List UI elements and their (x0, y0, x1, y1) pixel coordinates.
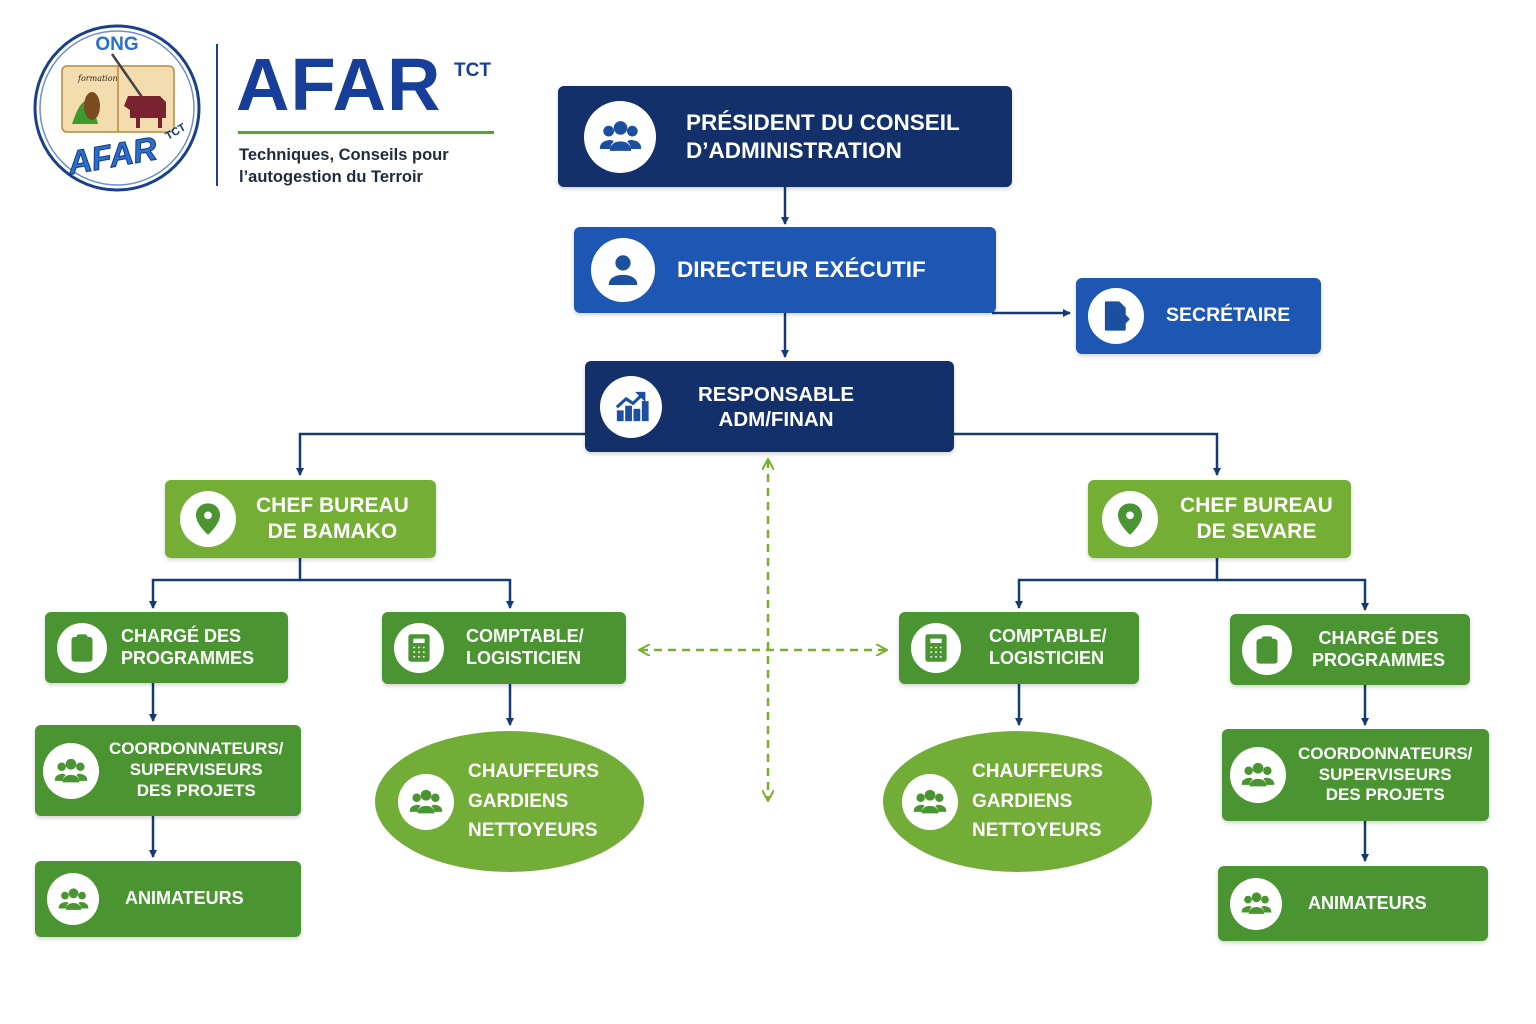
node-label-line: SUPERVISEURS (129, 760, 263, 780)
node-label: ANIMATEURS (125, 888, 244, 910)
node-label-line: PRÉSIDENT DU CONSEIL (686, 110, 960, 136)
document-icon (1088, 288, 1144, 344)
node-label: COMPTABLE/LOGISTICIEN (989, 626, 1107, 670)
svg-text:formation: formation (77, 74, 118, 83)
group-icon (902, 773, 958, 830)
node-label: DIRECTEUR EXÉCUTIF (677, 256, 926, 283)
tagline-line-2: l’autogestion du Terroir (239, 168, 423, 186)
node-label-line: GARDIENS (468, 790, 569, 812)
user-icon (591, 238, 655, 302)
node-label-line: COORDONNATEURS/ (109, 739, 284, 759)
group-icon (1230, 747, 1286, 803)
link-bamako-split (149, 557, 302, 609)
node-label-line: D’ADMINISTRATION (686, 137, 902, 163)
node-label-line: DES PROJETS (136, 780, 256, 800)
node-label-line: CHEF BUREAU (1180, 494, 1333, 518)
afar-seal-logo: ONG formation AFAR TCT (33, 24, 201, 192)
node-label-line: DE SEVARE (1196, 520, 1317, 543)
node-label-line: NETTOYEURS (468, 820, 598, 842)
node-label-line: COORDONNATEURS/ (1298, 743, 1473, 763)
chart-up-icon (600, 375, 662, 438)
group-icon (584, 100, 656, 173)
group-icon (1230, 877, 1282, 930)
svg-text:ONG: ONG (95, 34, 138, 55)
node-label-line: GARDIENS (972, 790, 1073, 812)
node-label-line: CHAUFFEURS (972, 761, 1103, 783)
node-label-line: DE BAMAKO (267, 520, 398, 543)
brand-underline (238, 131, 494, 134)
node-label: CHAUFFEURS GARDIENS NETTOYEURS (972, 757, 1103, 845)
node-secretaire: SECRÉTAIRE (1076, 278, 1321, 354)
node-bamako-chauffeurs-gardiens-nettoyeurs: CHAUFFEURS GARDIENS NETTOYEURS (375, 731, 644, 872)
node-label: CHAUFFEURS GARDIENS NETTOYEURS (468, 757, 599, 845)
node-label: COMPTABLE/LOGISTICIEN (466, 626, 584, 670)
node-directeur-executif: DIRECTEUR EXÉCUTIF (574, 227, 996, 313)
node-label-line: SECRÉTAIRE (1166, 304, 1291, 327)
node-label-line: RESPONSABLE (698, 382, 855, 406)
node-label-line: ANIMATEURS (125, 888, 244, 909)
node-label-line: COMPTABLE/ (989, 626, 1107, 647)
brand-name: AFAR (236, 43, 442, 126)
group-icon (47, 873, 99, 925)
node-label-line: DIRECTEUR EXÉCUTIF (677, 257, 926, 283)
link-responsable-bamako (296, 432, 586, 476)
node-sevare-comptable-logisticien: COMPTABLE/LOGISTICIEN (899, 612, 1139, 684)
node-sevare-animateurs: ANIMATEURS (1218, 866, 1488, 941)
node-bamako-comptable-logisticien: COMPTABLE/LOGISTICIEN (382, 612, 626, 684)
calculator-icon (394, 623, 444, 673)
location-pin-icon (180, 491, 236, 547)
group-icon (398, 773, 454, 830)
node-label-line: CHARGÉ DES (1318, 627, 1439, 648)
tagline-line-1: Techniques, Conseils pour (239, 146, 449, 164)
node-sevare-chauffeurs-gardiens-nettoyeurs: CHAUFFEURS GARDIENS NETTOYEURS (883, 731, 1152, 872)
link-sevare-charge (1217, 578, 1369, 611)
node-label-line: ANIMATEURS (1308, 892, 1427, 913)
node-label-line: LOGISTICIEN (989, 648, 1105, 668)
node-label-line: SUPERVISEURS (1318, 764, 1452, 784)
node-label-line: ADM/FINAN (718, 407, 834, 431)
node-label-line: CHEF BUREAU (256, 494, 409, 518)
link-sevare-split (1015, 557, 1219, 609)
logo-divider (216, 44, 218, 186)
node-label-line: PROGRAMMES (1312, 649, 1446, 670)
node-label-line: CHAUFFEURS (468, 761, 599, 783)
node-label-line: PROGRAMMES (121, 647, 255, 668)
link-bamako-comptable (300, 578, 514, 609)
clipboard-icon (1242, 624, 1292, 675)
group-icon (43, 742, 99, 799)
node-label-line: CHARGÉ DES (121, 625, 242, 646)
node-label: ANIMATEURS (1308, 893, 1427, 915)
calculator-icon (911, 623, 961, 673)
node-label-line: COMPTABLE/ (466, 626, 584, 647)
node-label-line: NETTOYEURS (972, 820, 1102, 842)
node-label-line: LOGISTICIEN (466, 648, 582, 668)
node-label: SECRÉTAIRE (1166, 304, 1290, 328)
node-bamako-animateurs: ANIMATEURS (35, 861, 301, 937)
location-pin-icon (1102, 491, 1158, 547)
brand-tagline: Techniques, Conseils pour l’autogestion … (239, 144, 449, 188)
link-responsable-sevare (953, 432, 1221, 476)
node-label-line: DES PROJETS (1325, 785, 1445, 805)
clipboard-icon (57, 622, 107, 673)
brand-superscript: TCT (454, 60, 491, 81)
